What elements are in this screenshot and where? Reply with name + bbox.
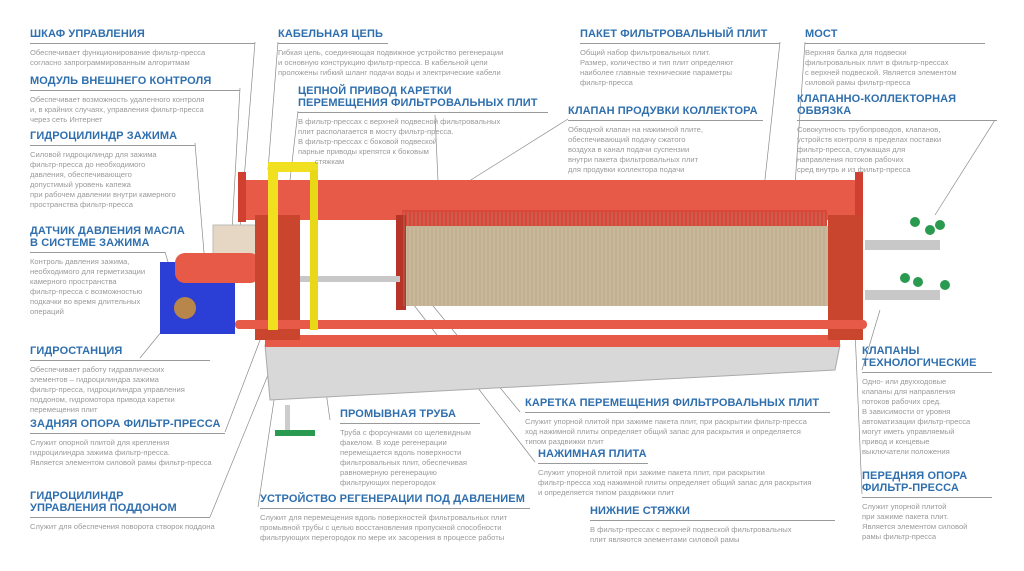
front-support [828,215,863,340]
lower-tie [235,320,867,329]
technological-valves [865,217,950,300]
label-desc: Силовой гидроцилиндр для зажима фильтр-п… [30,150,176,209]
label-title: ГИДРОЦИЛИНДР УПРАВЛЕНИЯ ПОДДОНОМ [30,490,210,518]
label-remote-module: МОДУЛЬ ВНЕШНЕГО КОНТРОЛЯ Обеспечивает во… [30,75,240,125]
press-plate [396,215,406,310]
label-desc: В фильтр-прессах с верхней подвесной фил… [298,117,501,166]
label-title: КЛАПАН ПРОДУВКИ КОЛЛЕКТОРА [568,105,763,121]
drip-tray [264,344,841,401]
label-tech-valves: КЛАПАНЫ ТЕХНОЛОГИЧЕСКИЕ Одно- или двуххо… [862,345,992,457]
regeneration-carriage [268,162,278,330]
label-title: ЗАДНЯЯ ОПОРА ФИЛЬТР-ПРЕССА [30,418,225,434]
label-desc: Служит для обеспечения поворота створок … [30,522,215,531]
label-desc: В фильтр-прессах с верхней подвеской фил… [590,525,792,544]
label-desc: Служит упорной плитой при зажиме пакета … [862,502,968,541]
label-title: НИЖНИЕ СТЯЖКИ [590,505,835,521]
label-desc: Совокупность трубопроводов, клапанов, ус… [797,125,942,174]
label-bridge: МОСТ Верхняя балка для подвески фильтров… [805,28,985,88]
bridge-end-left [238,172,246,222]
label-cable-chain: КАБЕЛЬНАЯ ЦЕПЬ Гибкая цепь, соединяющая … [278,28,528,78]
label-desc: Обеспечивает функционирование фильтр-пре… [30,48,206,67]
label-title: КЛАПАНЫ ТЕХНОЛОГИЧЕСКИЕ [862,345,992,373]
label-desc: Обводной клапан на нажимной плите, обесп… [568,125,703,174]
label-control-cabinet: ШКАФ УПРАВЛЕНИЯ Обеспечивает функциониро… [30,28,255,68]
label-desc: Труба с форсунками со щелевидным факелом… [340,428,471,487]
label-tray-cylinder: ГИДРОЦИЛИНДР УПРАВЛЕНИЯ ПОДДОНОМ Служит … [30,490,215,532]
label-title: КЛАПАННО-КОЛЛЕКТОРНАЯ ОБВЯЗКА [797,93,997,121]
label-blow-valve: КЛАПАН ПРОДУВКИ КОЛЛЕКТОРА Обводной клап… [568,105,763,175]
label-desc: Общий набор фильтровальных плит. Размер,… [580,48,734,87]
plate-dividers [403,212,825,306]
label-desc: Служит опорной плитой для крепления гидр… [30,438,212,467]
label-title: НАЖИМНАЯ ПЛИТА [538,448,648,464]
tray-frame [265,335,840,347]
label-plate-pack: ПАКЕТ ФИЛЬТРОВАЛЬНЫЙ ПЛИТ Общий набор фи… [580,28,780,88]
label-front-support: ПЕРЕДНЯЯ ОПОРА ФИЛЬТР-ПРЕССА Служит упор… [862,470,992,542]
plate-pack [400,226,828,306]
wash-pipe [275,405,315,436]
label-press-plate: НАЖИМНАЯ ПЛИТА Служит упорной плитой при… [538,448,838,498]
carriage-top [268,162,318,172]
clamp-cylinder [175,253,260,283]
label-title: ПАКЕТ ФИЛЬТРОВАЛЬНЫЙ ПЛИТ [580,28,780,44]
label-desc: Служит для перемещения вдоль поверхносте… [260,513,508,542]
label-title: ГИДРОСТАНЦИЯ [30,345,210,361]
label-lower-ties: НИЖНИЕ СТЯЖКИ В фильтр-прессах с верхней… [590,505,835,545]
label-regeneration-device: УСТРОЙСТВО РЕГЕНЕРАЦИИ ПОД ДАВЛЕНИЕМ Слу… [260,493,530,543]
label-oil-pressure-sensor: ДАТЧИК ДАВЛЕНИЯ МАСЛА В СИСТЕМЕ ЗАЖИМА К… [30,225,185,317]
label-clamp-cylinder: ГИДРОЦИЛИНДР ЗАЖИМА Силовой гидроцилиндр… [30,130,195,210]
label-title: КАРЕТКА ПЕРЕМЕЩЕНИЯ ФИЛЬТРОВАЛЬНЫХ ПЛИТ [525,397,830,413]
label-desc: Верхняя балка для подвески фильтровальны… [805,48,957,87]
label-desc: Служит упорной плитой при зажиме пакета … [525,417,807,446]
tie-rod [300,276,400,282]
label-title: УСТРОЙСТВО РЕГЕНЕРАЦИИ ПОД ДАВЛЕНИЕМ [260,493,530,509]
label-chain-drive: ЦЕПНОЙ ПРИВОД КАРЕТКИ ПЕРЕМЕЩЕНИЯ ФИЛЬТР… [298,85,548,167]
label-desc: Одно- или двухходовые клапаны для направ… [862,377,971,456]
label-title: МОДУЛЬ ВНЕШНЕГО КОНТРОЛЯ [30,75,240,91]
bridge-end-right [855,172,863,222]
label-title: ШКАФ УПРАВЛЕНИЯ [30,28,255,44]
label-carriage: КАРЕТКА ПЕРЕМЕЩЕНИЯ ФИЛЬТРОВАЛЬНЫХ ПЛИТ … [525,397,830,447]
label-rear-support: ЗАДНЯЯ ОПОРА ФИЛЬТР-ПРЕССА Служит опорно… [30,418,225,468]
label-title: ЦЕПНОЙ ПРИВОД КАРЕТКИ ПЕРЕМЕЩЕНИЯ ФИЛЬТР… [298,85,548,113]
label-desc: Гибкая цепь, соединяющая подвижное устро… [278,48,504,77]
label-wash-pipe: ПРОМЫВНАЯ ТРУБА Труба с форсунками со ще… [340,408,480,488]
label-title: КАБЕЛЬНАЯ ЦЕПЬ [278,28,388,44]
label-desc: Служит упорной плитой при зажиме пакета … [538,468,812,497]
label-title: ПЕРЕДНЯЯ ОПОРА ФИЛЬТР-ПРЕССА [862,470,992,498]
label-title: ПРОМЫВНАЯ ТРУБА [340,408,480,424]
label-manifold: КЛАПАННО-КОЛЛЕКТОРНАЯ ОБВЯЗКА Совокупнос… [797,93,997,175]
label-hydrostation: ГИДРОСТАНЦИЯ Обеспечивает работу гидравл… [30,345,210,415]
carriage-post [310,170,318,330]
label-title: МОСТ [805,28,985,44]
label-desc: Контроль давления зажима, необходимого д… [30,257,146,316]
label-desc: Обеспечивает работу гидравлических элеме… [30,365,185,414]
hydrostation-motor [174,297,196,319]
label-desc: Обеспечивает возможность удаленного конт… [30,95,205,124]
label-title: ГИДРОЦИЛИНДР ЗАЖИМА [30,130,195,146]
label-title: ДАТЧИК ДАВЛЕНИЯ МАСЛА В СИСТЕМЕ ЗАЖИМА [30,225,185,253]
plate-tops [402,210,827,228]
control-cabinet [212,224,259,258]
